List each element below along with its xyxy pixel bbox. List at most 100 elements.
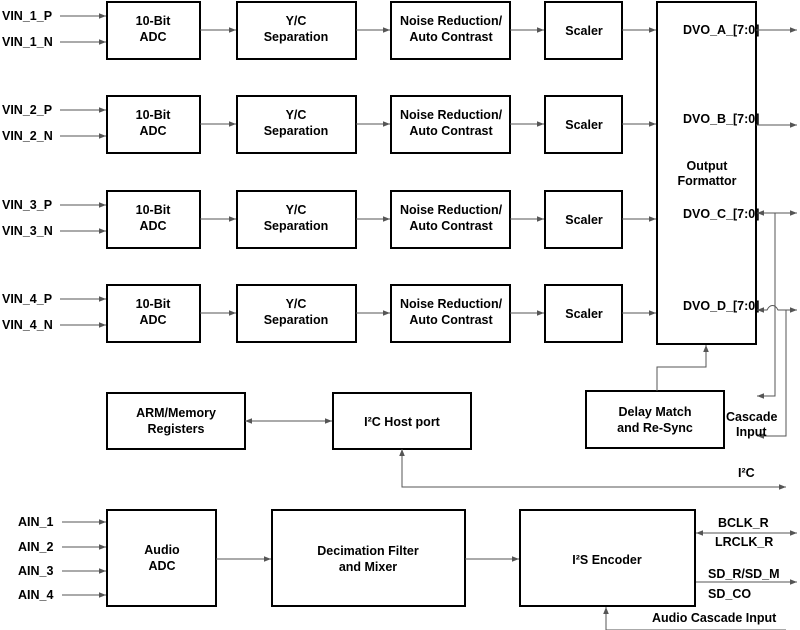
delay-line1: Delay Match [619,405,692,419]
adc-3-line2: ADC [139,219,166,233]
formatter-line2: Formattor [677,174,736,188]
adc-2-line1: 10-Bit [136,108,172,122]
scaler-4-label: Scaler [565,307,603,321]
dvo-c-label: DVO_C_[7:0] [683,207,759,221]
dvo-d-bidir-arrow [757,305,797,313]
nr-4-line1: Noise Reduction/ [400,297,503,311]
channel-4: VIN_4_P VIN_4_N 10-Bit ADC Y/C Separatio… [2,284,656,343]
channel-3: VIN_3_P VIN_3_N 10-Bit ADC Y/C Separatio… [2,190,656,249]
ain-1-label: AIN_1 [18,515,53,529]
bclk-label: BCLK_R [718,516,769,530]
dvo-d-label: DVO_D_[7:0] [683,299,759,313]
scaler-4-box [544,284,623,343]
formatter-line1: Output [687,159,729,173]
i2c-bus-wire [399,449,786,490]
adc-4-line2: ADC [139,313,166,327]
cascade-line2: Input [736,425,767,439]
ain-4-label: AIN_4 [18,588,53,602]
dvo-b-label: DVO_B_[7:0] [683,112,759,126]
audio-cascade-label: Audio Cascade Input [652,611,777,625]
dvo-a-label: DVO_A_[7:0] [683,23,759,37]
ain-2-label: AIN_2 [18,540,53,554]
i2s-encoder: I²S Encoder [519,509,696,607]
nr-1-line2: Auto Contrast [409,30,493,44]
sd-co-label: SD_CO [708,587,751,601]
nr-4-line2: Auto Contrast [409,313,493,327]
cascade-line1: Cascade [726,410,777,424]
adc-4-line1: 10-Bit [136,297,172,311]
cascade-c-wire [757,213,776,399]
vin-1-n-label: VIN_1_N [2,35,53,49]
nr-2-box [390,95,511,154]
arm-line2: Registers [148,422,205,436]
audio-adc-box [106,509,217,607]
yc-4-line1: Y/C [286,297,307,311]
audio-cascade-wire [603,607,786,630]
yc-1-line2: Separation [264,30,329,44]
adc-3-line1: 10-Bit [136,203,172,217]
lrclk-label: LRCLK_R [715,535,773,549]
output-formatter-box [656,1,757,345]
nr-1-line1: Noise Reduction/ [400,14,503,28]
delay-match: Delay Match and Re-Sync [585,390,725,449]
scaler-3-label: Scaler [565,213,603,227]
decim-line2: and Mixer [339,560,397,574]
cascade-d-wire [757,310,787,439]
audio-adc-line2: ADC [148,559,175,573]
i2c-host-label: I²C Host port [364,415,441,429]
vin-4-p-label: VIN_4_P [2,292,52,306]
nr-1-box [390,1,511,60]
yc-4-box [236,284,357,343]
i2c-label: I²C [738,466,755,480]
nr-2-line1: Noise Reduction/ [400,108,503,122]
yc-1-line1: Y/C [286,14,307,28]
nr-3-line2: Auto Contrast [409,219,493,233]
sd-label: SD_R/SD_M [708,567,780,581]
audio-adc: Audio ADC [106,509,217,607]
arm-registers: ARM/Memory Registers [106,392,246,450]
vin-3-n-label: VIN_3_N [2,224,53,238]
nr-3-line1: Noise Reduction/ [400,203,503,217]
arm-registers-box [106,392,246,450]
audio-inputs: AIN_1 AIN_2 AIN_3 AIN_4 [18,515,106,602]
decimation-box [271,509,466,607]
yc-2-line1: Y/C [286,108,307,122]
delay-match-box [585,390,725,449]
output-formatter: Output Formattor DVO_A_[7:0] DVO_B_[7:0]… [656,1,759,345]
vin-3-p-label: VIN_3_P [2,198,52,212]
nr-2-line2: Auto Contrast [409,124,493,138]
yc-1-box [236,1,357,60]
channel-1: VIN_1_P VIN_1_N 10-Bit ADC Y/C Separatio… [2,1,656,60]
yc-2-line2: Separation [264,124,329,138]
vin-4-n-label: VIN_4_N [2,318,53,332]
arm-line1: ARM/Memory [136,406,216,420]
vin-2-n-label: VIN_2_N [2,129,53,143]
adc-2-line2: ADC [139,124,166,138]
adc-4-box [106,284,201,343]
yc-4-line2: Separation [264,313,329,327]
delay-line2: and Re-Sync [617,421,693,435]
decim-line1: Decimation Filter [317,544,419,558]
vin-2-p-label: VIN_2_P [2,103,52,117]
ain-3-label: AIN_3 [18,564,53,578]
nr-3-box [390,190,511,249]
i2c-host-box [332,392,472,450]
scaler-2-label: Scaler [565,118,603,132]
delay-to-formatter-wire [656,345,709,391]
i2s-label: I²S Encoder [572,553,642,567]
adc-1-line1: 10-Bit [136,14,172,28]
yc-3-line1: Y/C [286,203,307,217]
nr-4-box [390,284,511,343]
decimation-filter: Decimation Filter and Mixer [271,509,466,607]
scaler-1-label: Scaler [565,24,603,38]
yc-3-line2: Separation [264,219,329,233]
adc-1-line2: ADC [139,30,166,44]
i2s-encoder-box [519,509,696,607]
i2c-host-port: I²C Host port [332,392,472,450]
yc-2-box [236,95,357,154]
channel-2: VIN_2_P VIN_2_N 10-Bit ADC Y/C Separatio… [2,95,656,154]
audio-adc-line1: Audio [144,543,180,557]
vin-1-p-label: VIN_1_P [2,9,52,23]
